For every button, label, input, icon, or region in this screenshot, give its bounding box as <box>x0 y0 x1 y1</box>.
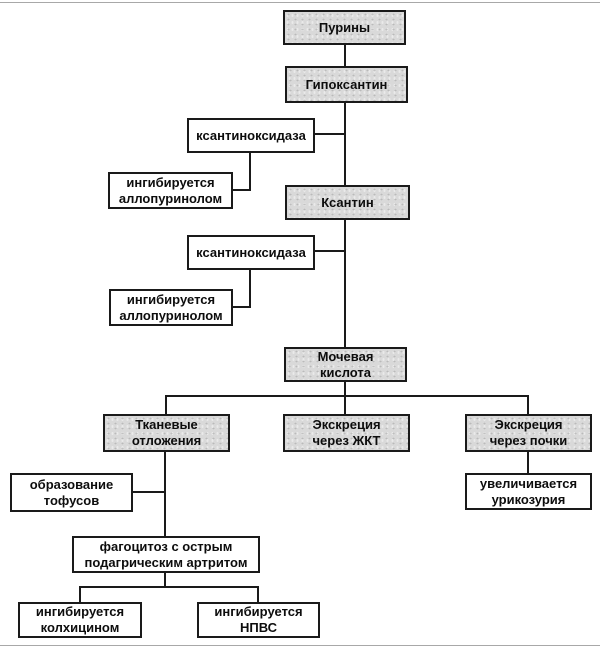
split-stub-right <box>257 586 259 602</box>
connector-ingib2-elbow-vertical <box>249 270 251 308</box>
connector-puriny-gipoksantin <box>344 45 346 66</box>
node-fagotsitoz: фагоцитоз с острым подагрическим артрито… <box>72 536 260 573</box>
node-ekskretsiya-zhkt: Экскреция через ЖКТ <box>283 414 410 452</box>
node-gipoksantin: Гипоксантин <box>285 66 408 103</box>
connector-ksantinoksidaza1-main <box>315 133 344 135</box>
connector-ingib1-elbow-horizontal <box>233 189 249 191</box>
connector-tkanevye-fagotsitoz <box>164 452 166 536</box>
node-ingibiruetsya-allopurinolom-2: ингибируется аллопуринолом <box>109 289 233 326</box>
connector-ingib1-elbow-vertical <box>249 153 251 191</box>
node-ekskretsiya-pochki: Экскреция через почки <box>465 414 592 452</box>
split-horizontal <box>79 586 259 588</box>
connector-mochevaya-branch <box>344 382 346 396</box>
connector-ksantinoksidaza2-main <box>315 250 344 252</box>
branch-horizontal <box>165 395 529 397</box>
connector-ksantin-mochevaya <box>344 220 346 347</box>
branch-stub-left <box>165 395 167 414</box>
connector-ingib2-elbow-horizontal <box>233 306 249 308</box>
node-ingibiruetsya-allopurinolom-1: ингибируется аллопуринолом <box>108 172 233 209</box>
node-obrazovanie-tofusov: образование тофусов <box>10 473 133 512</box>
node-ingibiruetsya-kolkhitsinom: ингибируется колхицином <box>18 602 142 638</box>
connector-tofusy-main <box>133 491 164 493</box>
node-ksantinoksidaza-2: ксантиноксидаза <box>187 235 315 270</box>
split-stub-left <box>79 586 81 602</box>
connector-gipoksantin-ksantin <box>344 103 346 185</box>
node-ingibiruetsya-npvs: ингибируется НПВС <box>197 602 320 638</box>
node-ksantin: Ксантин <box>285 185 410 220</box>
node-tkanevye-otlozheniya: Тканевые отложения <box>103 414 230 452</box>
top-edge-rule <box>0 2 600 3</box>
node-ksantinoksidaza-1: ксантиноксидаза <box>187 118 315 153</box>
bottom-edge-rule <box>0 645 600 646</box>
branch-stub-middle <box>344 395 346 414</box>
connector-fagotsitoz-split <box>164 573 166 588</box>
node-mochevaya-kislota: Мочевая кислота <box>284 347 407 382</box>
connector-pochki-urikozuriya <box>527 452 529 473</box>
node-uvelichivaetsya-urikozuriya: увеличивается урикозурия <box>465 473 592 510</box>
node-puriny: Пурины <box>283 10 406 45</box>
branch-stub-right <box>527 395 529 414</box>
